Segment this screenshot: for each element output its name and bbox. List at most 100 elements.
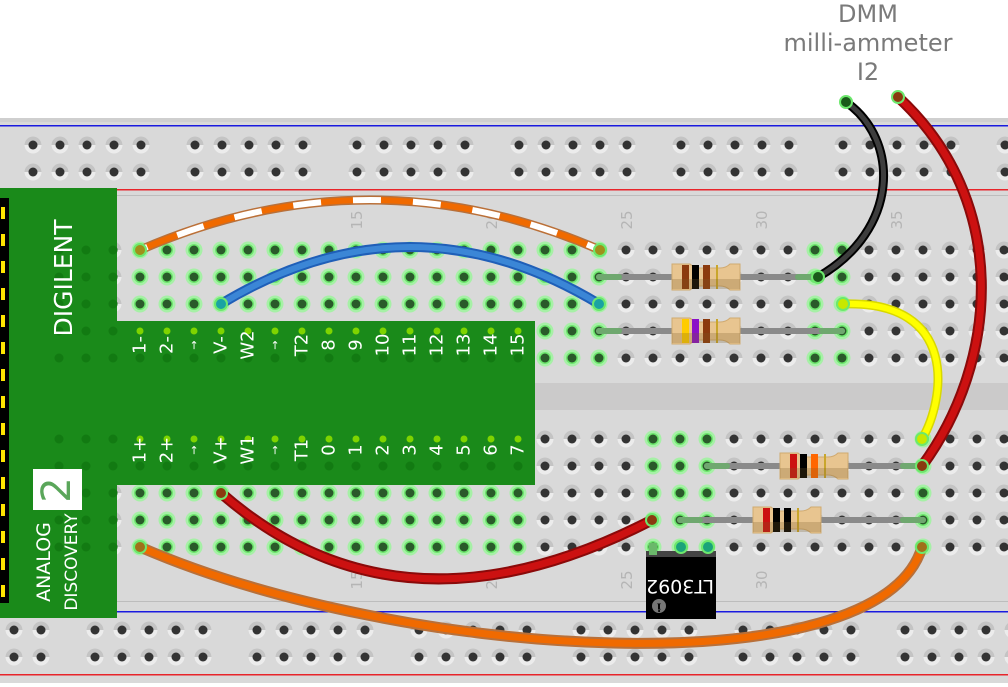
bottom-rail-hole[interactable] [33,622,50,639]
top-rail-hole[interactable] [700,164,717,181]
terminal-hole[interactable] [240,296,257,313]
terminal-hole[interactable] [537,242,554,259]
terminal-hole[interactable] [942,350,959,367]
terminal-hole[interactable] [159,485,176,502]
terminal-hole[interactable] [969,539,986,556]
terminal-hole[interactable] [348,269,365,286]
top-rail-hole[interactable] [673,137,690,154]
top-rail-hole[interactable] [889,164,906,181]
terminal-hole[interactable] [564,323,581,340]
bottom-rail-hole[interactable] [465,649,482,666]
terminal-hole[interactable] [861,485,878,502]
terminal-hole[interactable] [861,431,878,448]
bottom-rail-hole[interactable] [573,622,590,639]
terminal-hole[interactable] [375,296,392,313]
terminal-hole[interactable] [726,350,743,367]
bottom-rail-hole[interactable] [276,622,293,639]
terminal-hole[interactable] [240,242,257,259]
terminal-hole[interactable] [726,242,743,259]
terminal-hole[interactable] [186,512,203,529]
bottom-rail-hole[interactable] [951,649,968,666]
top-rail-hole[interactable] [52,137,69,154]
terminal-hole[interactable] [672,431,689,448]
terminal-hole[interactable] [942,269,959,286]
terminal-hole[interactable] [834,350,851,367]
top-rail-hole[interactable] [781,137,798,154]
terminal-hole[interactable] [537,512,554,529]
blue-wire-end[interactable] [593,298,605,310]
top-rail-hole[interactable] [754,137,771,154]
terminal-hole[interactable] [321,485,338,502]
terminal-hole[interactable] [456,512,473,529]
orange-striped-wire-end[interactable] [594,244,606,256]
terminal-hole[interactable] [564,431,581,448]
terminal-hole[interactable] [159,512,176,529]
top-rail-hole[interactable] [835,164,852,181]
bottom-rail-hole[interactable] [87,649,104,666]
bottom-rail-hole[interactable] [195,622,212,639]
top-rail-hole[interactable] [403,164,420,181]
terminal-hole[interactable] [132,512,149,529]
bottom-rail-hole[interactable] [951,622,968,639]
terminal-hole[interactable] [213,539,230,556]
orange-striped-wire-start[interactable] [134,244,146,256]
red-wire-end-bottom[interactable] [916,460,928,472]
bottom-rail-hole[interactable] [627,622,644,639]
bottom-rail-hole[interactable] [654,649,671,666]
top-rail-hole[interactable] [619,164,636,181]
terminal-hole[interactable] [348,512,365,529]
terminal-hole[interactable] [321,512,338,529]
bottom-rail-hole[interactable] [519,649,536,666]
terminal-hole[interactable] [888,350,905,367]
terminal-hole[interactable] [402,485,419,502]
terminal-hole[interactable] [645,431,662,448]
terminal-hole[interactable] [348,296,365,313]
top-rail-hole[interactable] [349,164,366,181]
top-rail-hole[interactable] [349,137,366,154]
terminal-hole[interactable] [888,242,905,259]
terminal-hole[interactable] [672,350,689,367]
terminal-hole[interactable] [915,296,932,313]
top-rail-hole[interactable] [457,164,474,181]
top-rail-hole[interactable] [700,137,717,154]
bottom-rail-hole[interactable] [924,622,941,639]
top-rail-hole[interactable] [241,164,258,181]
terminal-hole[interactable] [807,296,824,313]
bottom-rail-hole[interactable] [114,622,131,639]
bottom-rail-hole[interactable] [735,649,752,666]
bottom-rail-hole[interactable] [168,622,185,639]
terminal-hole[interactable] [537,485,554,502]
top-rail-hole[interactable] [403,137,420,154]
bottom-rail-hole[interactable] [141,649,158,666]
terminal-hole[interactable] [672,296,689,313]
bottom-rail-hole[interactable] [600,649,617,666]
top-rail-hole[interactable] [268,137,285,154]
terminal-hole[interactable] [915,269,932,286]
terminal-hole[interactable] [456,269,473,286]
bottom-rail-hole[interactable] [438,649,455,666]
terminal-hole[interactable] [348,485,365,502]
top-rail-hole[interactable] [268,164,285,181]
top-rail-hole[interactable] [25,137,42,154]
terminal-hole[interactable] [888,269,905,286]
top-rail-hole[interactable] [619,137,636,154]
terminal-hole[interactable] [753,539,770,556]
top-rail-hole[interactable] [727,164,744,181]
terminal-hole[interactable] [861,350,878,367]
terminal-hole[interactable] [618,242,635,259]
terminal-hole[interactable] [699,431,716,448]
terminal-hole[interactable] [861,539,878,556]
bottom-rail-hole[interactable] [168,649,185,666]
bottom-rail-hole[interactable] [843,649,860,666]
terminal-hole[interactable] [537,431,554,448]
bottom-rail-hole[interactable] [681,649,698,666]
terminal-hole[interactable] [429,296,446,313]
terminal-hole[interactable] [726,539,743,556]
terminal-hole[interactable] [267,485,284,502]
top-rail-hole[interactable] [214,137,231,154]
terminal-hole[interactable] [564,485,581,502]
terminal-hole[interactable] [402,269,419,286]
terminal-hole[interactable] [969,431,986,448]
terminal-hole[interactable] [942,512,959,529]
terminal-hole[interactable] [780,539,797,556]
